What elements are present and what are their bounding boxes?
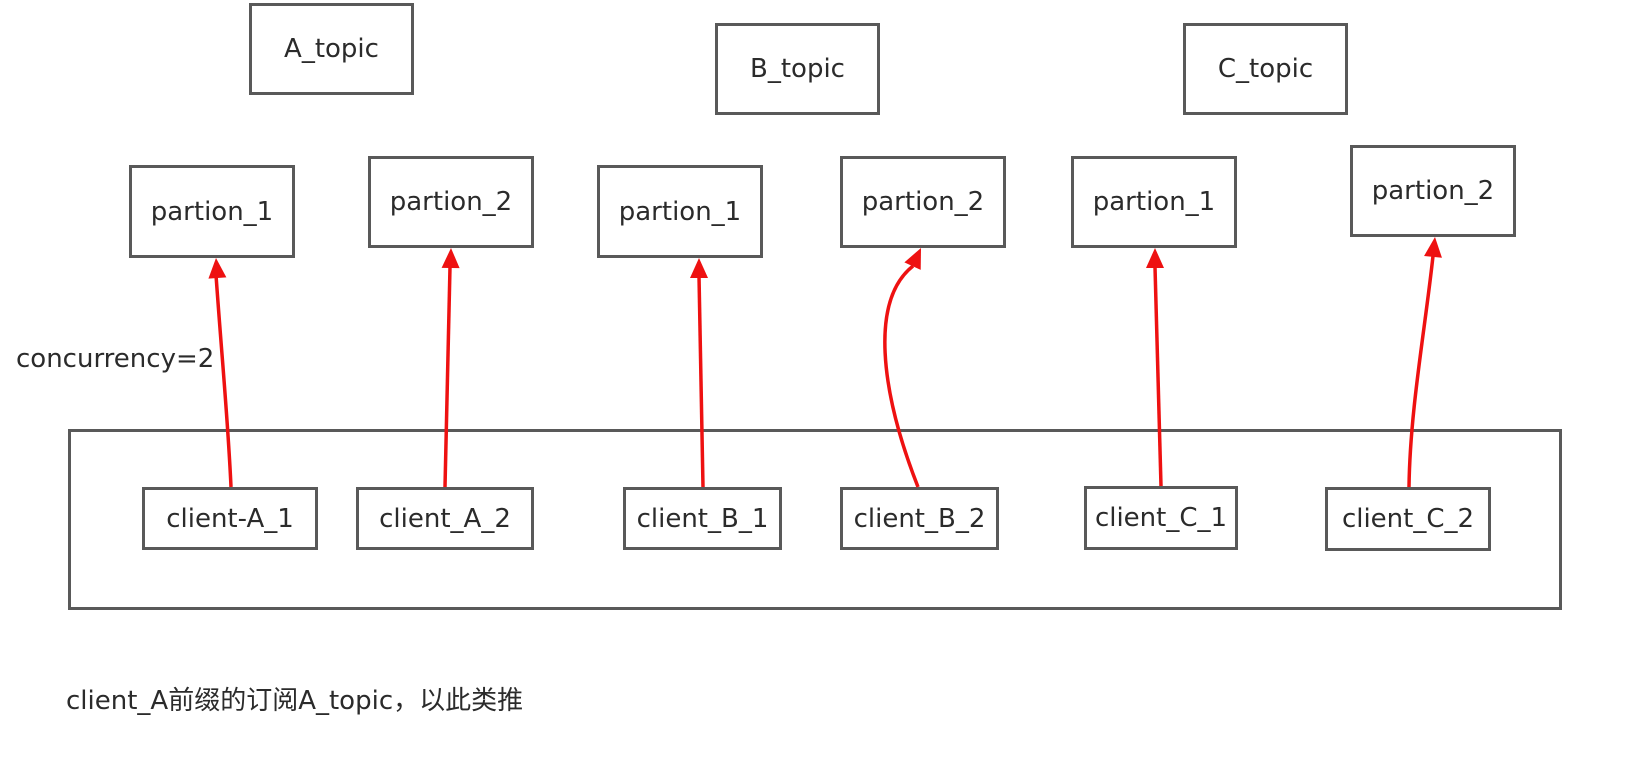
client-c2-box: client_C_2 (1325, 487, 1491, 551)
partition-a2-box: partion_2 (368, 156, 534, 248)
partition-c2-label: partion_2 (1371, 176, 1495, 206)
client-a2-label: client_A_2 (379, 503, 511, 534)
subscription-note: client_A前缀的订阅A_topic，以此类推 (66, 686, 524, 716)
client-b2-box: client_B_2 (840, 487, 999, 550)
client-a1-box: client-A_1 (142, 487, 318, 550)
partition-c1-box: partion_1 (1071, 156, 1237, 248)
client-c1-label: client_C_1 (1094, 503, 1228, 533)
arrowhead-icon (1146, 248, 1164, 268)
arrowhead-icon (690, 258, 708, 278)
topic-a-label: A_topic (284, 34, 379, 64)
concurrency-label: concurrency=2 (16, 344, 215, 374)
client-group-container (68, 429, 1562, 610)
partition-b1-box: partion_1 (597, 165, 763, 258)
partition-c1-label: partion_1 (1092, 187, 1216, 217)
client-a1-label: client-A_1 (166, 503, 294, 534)
partition-a1-box: partion_1 (129, 165, 295, 258)
client-c2-label: client_C_2 (1341, 504, 1475, 534)
partition-c2-box: partion_2 (1350, 145, 1516, 237)
topic-a-box: A_topic (249, 3, 414, 95)
arrowhead-icon (208, 258, 227, 279)
client-b1-box: client_B_1 (623, 487, 782, 550)
client-c1-box: client_C_1 (1084, 486, 1238, 550)
partition-b2-label: partion_2 (861, 187, 985, 217)
client-b2-label: client_B_2 (853, 503, 986, 534)
arrowhead-icon (441, 248, 460, 269)
partition-a1-label: partion_1 (150, 196, 274, 227)
arrowhead-icon (1424, 237, 1442, 258)
partition-b1-label: partion_1 (618, 196, 742, 227)
topic-c-box: C_topic (1183, 23, 1348, 115)
arrowhead-icon (904, 248, 921, 270)
topic-b-box: B_topic (715, 23, 880, 115)
partition-b2-box: partion_2 (840, 156, 1006, 248)
topic-b-label: B_topic (750, 54, 845, 84)
topic-c-label: C_topic (1217, 54, 1314, 84)
partition-a2-label: partion_2 (389, 187, 513, 217)
client-b1-label: client_B_1 (636, 503, 769, 534)
client-a2-box: client_A_2 (356, 487, 534, 550)
